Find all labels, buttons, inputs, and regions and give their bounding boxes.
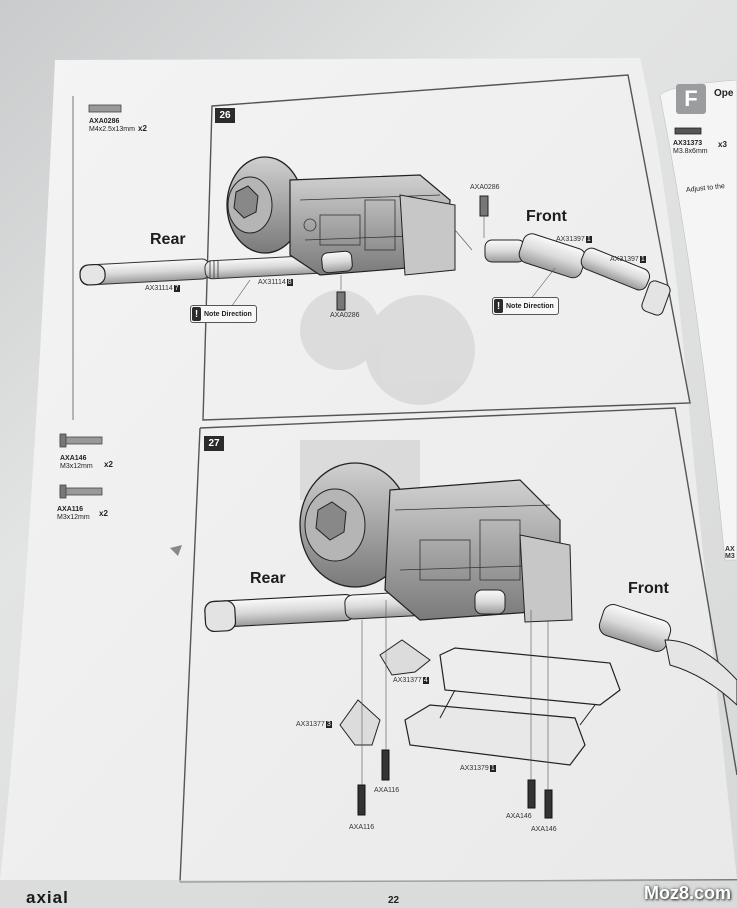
step-27-number: 27 xyxy=(204,436,224,451)
label-axa116-a: AXA116 xyxy=(374,787,400,794)
step26-front-label: Front xyxy=(526,208,567,225)
section-title: Ope xyxy=(714,88,734,99)
page-number: 22 xyxy=(388,895,400,906)
label-text: AX31397 xyxy=(610,256,639,263)
step27-front-label: Front xyxy=(628,580,669,597)
note-text: Note Direction xyxy=(204,310,252,318)
part-ax31373-drawing xyxy=(674,127,702,135)
part-axa116-qty: x2 xyxy=(99,509,108,518)
part-code: AXA116 xyxy=(57,506,84,513)
callout-number: 4 xyxy=(422,677,429,684)
step27-transmission xyxy=(204,462,737,819)
callout-number: 1 xyxy=(639,256,646,263)
label-text: AX31377 xyxy=(393,677,422,684)
label-axa116-b: AXA116 xyxy=(349,824,375,831)
label-text: AX31114 xyxy=(145,285,173,292)
part-size: M4x2.5x13mm xyxy=(89,126,135,133)
callout-number: 1 xyxy=(489,765,496,772)
edge-code: AX xyxy=(725,546,735,553)
step26-rear-label: Rear xyxy=(150,231,186,248)
part-size: M3x12mm xyxy=(60,463,93,470)
part-size: M3.8x6mm xyxy=(673,148,708,155)
callout-number: 3 xyxy=(325,721,332,728)
label-text: AX31379 xyxy=(460,765,489,772)
label-text: AX31377 xyxy=(296,721,325,728)
callout-number: 1 xyxy=(585,236,592,243)
part-axa146-qty: x2 xyxy=(104,460,113,469)
note-direction-2: !Note Direction xyxy=(492,297,559,315)
label-axa0286-top: AXA0286 xyxy=(470,184,500,191)
watermark: Moz8.com xyxy=(643,883,731,903)
label-axa146-a: AXA146 xyxy=(506,813,532,820)
callout-number: 8 xyxy=(286,279,293,286)
warning-icon: ! xyxy=(494,299,503,313)
part-code: AXA146 xyxy=(60,455,87,462)
part-size: M3x12mm xyxy=(57,514,90,521)
part-code: AXA0286 xyxy=(89,118,120,125)
part-axa0286-drawing xyxy=(88,104,122,113)
axial-logo: axial xyxy=(26,888,69,907)
note-direction-1: !Note Direction xyxy=(190,305,257,323)
note-text: Note Direction xyxy=(506,302,554,310)
part-code: AX31373 xyxy=(673,140,703,147)
label-text: AX31397 xyxy=(556,236,585,243)
callout-number: 7 xyxy=(173,285,180,292)
edge-size: M3 xyxy=(725,553,735,560)
step26-transmission xyxy=(79,156,671,321)
step27-rear-label: Rear xyxy=(250,570,286,587)
label-axa146-b: AXA146 xyxy=(531,826,557,833)
part-axa0286-qty: x2 xyxy=(138,124,147,133)
section-f-badge: F xyxy=(676,84,706,114)
label-text: AX31114 xyxy=(258,279,286,286)
part-ax31373-qty: x3 xyxy=(718,140,727,149)
warning-icon: ! xyxy=(192,307,201,321)
step27-frame xyxy=(179,407,737,883)
step-26-number: 26 xyxy=(215,108,235,123)
label-axa0286-bottom: AXA0286 xyxy=(330,312,360,319)
